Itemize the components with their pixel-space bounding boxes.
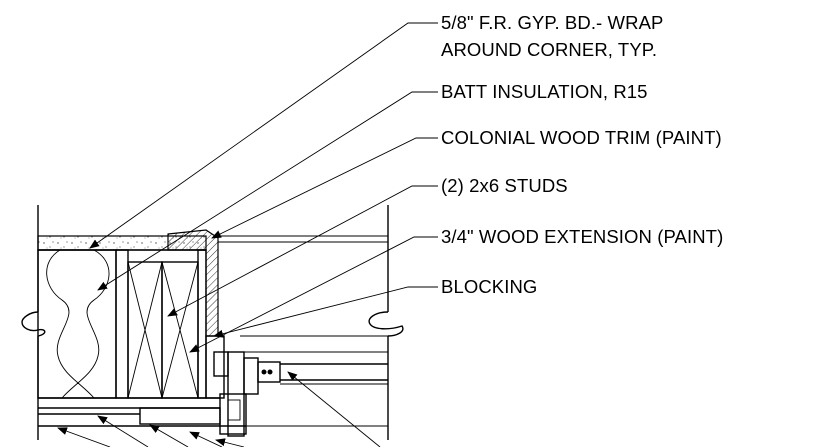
leader-gyp-board [89,22,438,249]
batt-insulation-symbol [46,249,110,399]
blocking-note: BLOCKING [441,276,538,297]
stud-2-x-b [161,261,199,399]
leader-bottom-5 [215,438,245,447]
weather-seal-2 [267,369,273,375]
batt-insulation-note: BATT INSULATION, R15 [441,81,648,102]
wood-extension [205,335,225,399]
blocking [213,351,229,377]
break-line-left [21,311,46,337]
stud-plate-right [197,249,207,399]
leader-blocking [213,286,438,338]
leader-studs [167,185,438,317]
wall-assembly [21,205,404,440]
leader-batt-insulation [97,91,438,291]
leader-bottom-3 [149,424,189,447]
window-sill-inner [227,399,241,421]
leader-bottom-1 [57,427,111,447]
stud-1-x-b [127,261,163,399]
window-jamb [243,357,259,395]
weather-seal-1 [261,369,267,375]
window-glazing-stop [257,361,281,383]
leader-colonial-trim [211,137,438,239]
colonial-wood-trim [167,229,219,337]
leader-wood-extension [189,236,438,353]
leader-bottom-window [287,371,381,447]
exterior-trim-bottom [139,407,221,425]
leader-bottom-2 [97,415,149,447]
break-line-right [368,311,404,337]
leader-lines [57,22,438,447]
gyp-board-note-line1: 5/8" F.R. GYP. BD.- WRAP [441,12,664,33]
colonial-trim-note: COLONIAL WOOD TRIM (PAINT) [441,127,722,148]
insulation-cavity [37,249,117,399]
gyp-board-note-line2: AROUND CORNER, TYP. [441,39,658,60]
wood-extension-note: 3/4" WOOD EXTENSION (PAINT) [441,226,724,247]
studs-note: (2) 2x6 STUDS [441,175,568,196]
leader-bottom-4 [189,431,223,447]
